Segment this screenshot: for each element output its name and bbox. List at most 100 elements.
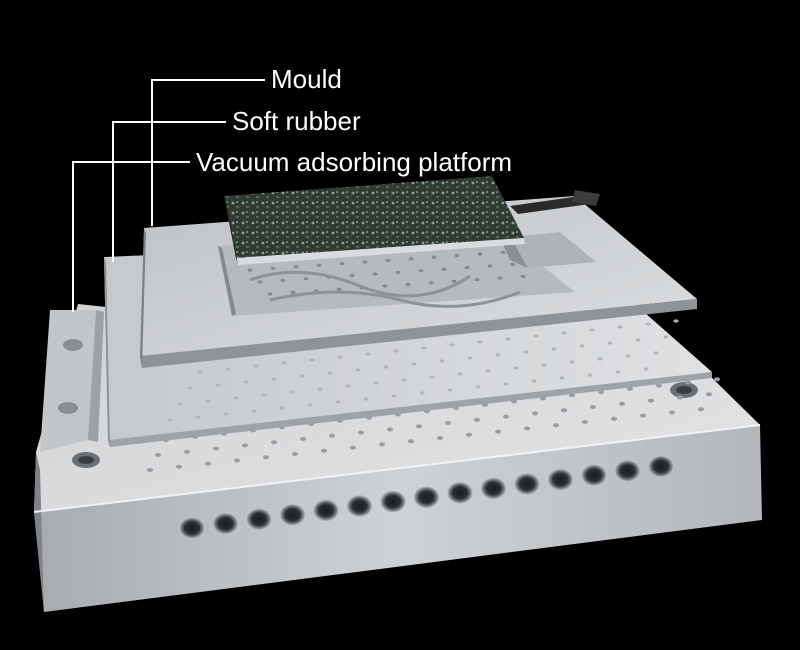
pocket-hole — [405, 282, 411, 286]
suction-hole — [619, 401, 625, 406]
suction-hole — [263, 455, 269, 460]
rubber-hole — [439, 359, 445, 363]
suction-hole — [176, 464, 182, 469]
pocket-hole — [500, 250, 506, 254]
rubber-hole — [579, 344, 585, 348]
rubber-hole — [309, 358, 315, 362]
rubber-hole — [253, 364, 259, 368]
pocket-hole — [382, 284, 388, 288]
rubber-hole — [215, 383, 221, 387]
rubber-hole — [225, 367, 231, 371]
suction-hole — [561, 408, 567, 413]
rubber-hole — [205, 399, 211, 403]
suction-hole — [379, 442, 385, 447]
pocket-hole — [454, 254, 460, 258]
pocket-hole — [257, 280, 263, 284]
rubber-hole — [373, 381, 379, 385]
rubber-hole — [167, 418, 173, 422]
vacuum-port — [514, 473, 540, 495]
suction-hole — [234, 458, 240, 463]
pocket-hole — [293, 265, 299, 269]
callout-soft-rubber: Soft rubber — [232, 106, 361, 136]
pocket-hole — [270, 266, 276, 270]
suction-hole — [474, 417, 480, 422]
pocket-hole — [408, 257, 414, 261]
rubber-hole — [533, 334, 539, 338]
rubber-hole — [197, 370, 203, 374]
rubber-hole — [401, 378, 407, 382]
suction-hole — [598, 390, 604, 394]
rubber-hole — [569, 360, 575, 364]
suction-hole — [627, 386, 633, 391]
suction-hole — [387, 427, 393, 432]
pocket-hole — [477, 252, 483, 256]
rubber-hole — [643, 367, 649, 371]
suction-hole — [358, 430, 364, 435]
rubber-hole — [419, 391, 425, 395]
suction-hole — [714, 377, 720, 382]
suction-hole — [300, 437, 306, 441]
rubber-hole — [645, 322, 651, 326]
vacuum-port — [380, 490, 406, 513]
suction-hole — [503, 414, 509, 419]
rubber-hole — [307, 403, 313, 407]
suction-hole — [611, 416, 617, 421]
suction-hole — [640, 413, 646, 418]
vacuum-port — [313, 499, 339, 522]
rubber-hole — [617, 325, 623, 329]
suction-hole — [677, 395, 683, 400]
vacuum-port — [212, 512, 239, 535]
rubber-hole — [447, 388, 453, 392]
rubber-hole — [289, 390, 295, 394]
pocket-hole — [474, 278, 480, 282]
suction-hole — [437, 436, 443, 440]
suction-hole — [582, 420, 588, 424]
pocket-hole — [247, 268, 253, 272]
rubber-hole — [467, 356, 473, 360]
rubber-hole — [337, 355, 343, 359]
rubber-hole — [251, 409, 257, 413]
pocket-hole — [316, 263, 322, 267]
rubber-hole — [663, 335, 669, 339]
suction-hole — [698, 407, 704, 412]
vacuum-port — [246, 508, 272, 531]
rubber-hole — [363, 397, 369, 401]
rubber-hole — [345, 384, 351, 388]
pocket-hole — [431, 255, 437, 259]
vacuum-port — [279, 503, 306, 526]
rubber-hole — [335, 400, 341, 404]
suction-hole — [495, 429, 501, 434]
suction-hole — [205, 461, 211, 466]
suction-hole — [321, 448, 327, 453]
pocket-hole — [395, 270, 401, 274]
pocket-hole — [280, 278, 286, 282]
pocket-hole — [464, 266, 470, 270]
callout-vacuum-adsorbing-platform: Vacuum adsorbing platform — [196, 147, 513, 177]
rubber-hole — [281, 361, 287, 365]
pocket-hole — [497, 276, 503, 280]
vacuum-port — [413, 486, 440, 509]
suction-hole — [532, 411, 538, 416]
rubber-hole — [449, 343, 455, 347]
suction-hole — [524, 426, 530, 431]
rubber-hole — [365, 352, 371, 356]
suction-hole — [155, 453, 161, 457]
suction-hole — [184, 449, 190, 454]
pocket-hole — [362, 260, 368, 264]
pocket-hole — [290, 290, 296, 294]
suction-hole — [213, 446, 219, 451]
rubber-hole — [505, 337, 511, 341]
rubber-hole — [327, 371, 333, 375]
suction-hole — [706, 392, 712, 397]
rubber-hole — [391, 394, 397, 398]
rubber-hole — [559, 376, 565, 380]
pocket-hole — [487, 264, 493, 268]
rubber-hole — [615, 370, 621, 374]
rubber-hole — [429, 375, 435, 379]
rubber-hole — [383, 365, 389, 369]
rubber-hole — [485, 369, 491, 373]
rubber-hole — [195, 415, 201, 419]
pocket-hole — [385, 258, 391, 262]
callout-leader-lines — [72, 79, 265, 312]
